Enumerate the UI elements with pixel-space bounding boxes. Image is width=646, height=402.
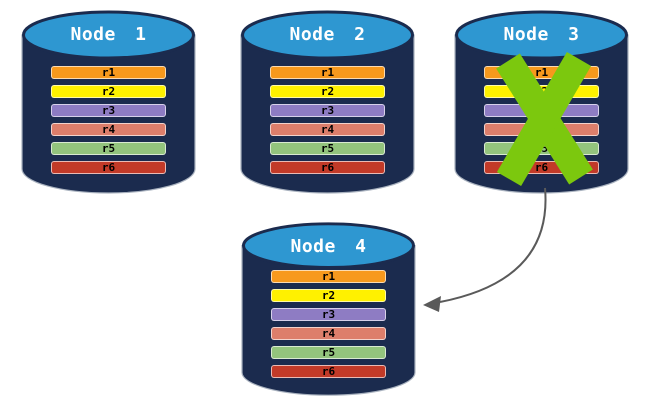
db-row-r2: r2 (271, 289, 386, 302)
db-row-r5: r5 (270, 142, 385, 155)
node-title: Node 4 (290, 236, 367, 257)
replication-arrow (423, 187, 547, 312)
db-row-r6: r6 (271, 365, 386, 378)
db-row-r3: r3 (271, 308, 386, 321)
node-2: Node 2 r1 r2 r3 r4 r5 r6 (239, 9, 416, 197)
db-row-r4: r4 (51, 123, 166, 136)
db-row-r3: r3 (51, 104, 166, 117)
cylinder-top (242, 222, 415, 269)
node-1: Node 1 r1 r2 r3 r4 r5 r6 (20, 9, 197, 197)
db-row-r1: r1 (271, 270, 386, 283)
arrow-curve (439, 187, 547, 303)
db-row-r2: r2 (51, 85, 166, 98)
db-row-r6: r6 (270, 161, 385, 174)
cylinder-top (241, 10, 414, 60)
row-stack: r1 r2 r3 r4 r5 r6 (51, 66, 166, 180)
db-row-r3: r3 (270, 104, 385, 117)
row-stack: r1 r2 r3 r4 r5 r6 (270, 66, 385, 180)
db-row-r1: r1 (51, 66, 166, 79)
arrow-head (423, 296, 441, 312)
node-3: Node 3 r1 r2 r3 r4 r5 r6 (453, 9, 630, 197)
cylinder-top (22, 10, 195, 60)
node-title: Node 1 (70, 24, 147, 45)
node-title: Node 3 (503, 24, 580, 45)
node-title: Node 2 (289, 24, 366, 45)
db-row-r2: r2 (270, 85, 385, 98)
db-row-r5: r5 (271, 346, 386, 359)
db-row-r4: r4 (271, 327, 386, 340)
db-row-r5: r5 (51, 142, 166, 155)
db-row-r4: r4 (270, 123, 385, 136)
row-stack: r1 r2 r3 r4 r5 r6 (271, 270, 386, 384)
node-4: Node 4 r1 r2 r3 r4 r5 r6 (240, 221, 417, 399)
failure-x-icon (496, 51, 593, 187)
db-row-r1: r1 (270, 66, 385, 79)
db-row-r6: r6 (51, 161, 166, 174)
cylinder-top (455, 10, 628, 60)
